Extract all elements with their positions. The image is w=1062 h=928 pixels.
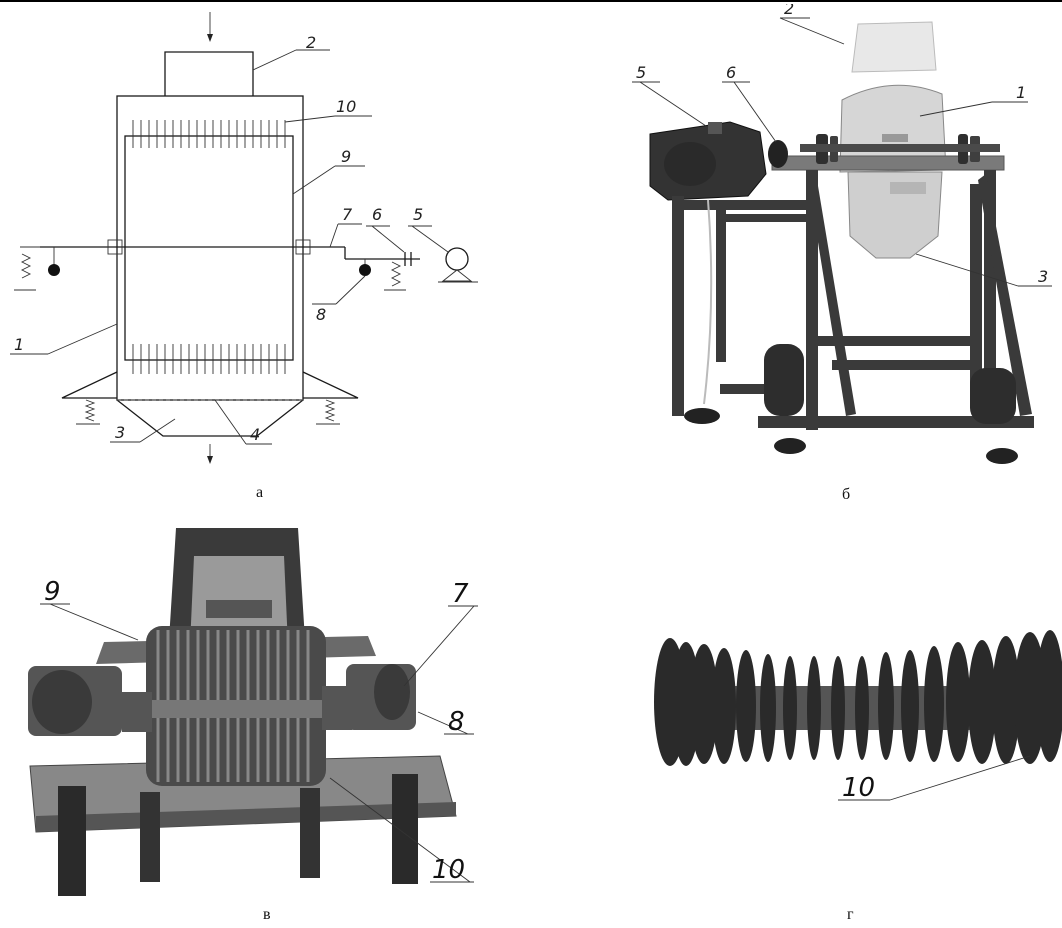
caption-c: в bbox=[263, 906, 271, 923]
callout-a-9: 9 bbox=[341, 147, 351, 166]
bottom-tines bbox=[132, 344, 286, 374]
callout-d-10: 10 bbox=[842, 773, 875, 803]
top-rule bbox=[0, 0, 1062, 2]
callout-a-4: 4 bbox=[250, 425, 260, 444]
callout-a-3: 3 bbox=[115, 423, 125, 442]
caption-b: б bbox=[842, 486, 851, 503]
top-tines bbox=[132, 120, 286, 148]
callout-b-2: 2 bbox=[784, 4, 794, 18]
callout-b-6: 6 bbox=[726, 63, 736, 82]
panel-d-rotor-detail: 10 bbox=[654, 630, 1062, 803]
rotor-discs bbox=[146, 626, 326, 786]
panel-b-machine-photo: 2 5 6 1 3 bbox=[632, 4, 1052, 464]
callout-a-5: 5 bbox=[413, 205, 423, 224]
caption-a: а bbox=[256, 484, 264, 501]
callout-c-8: 8 bbox=[448, 707, 465, 737]
panel-c-rotor-photo: 9 7 8 10 bbox=[28, 528, 478, 896]
panel-a-schematic: 2 10 9 7 6 5 8 1 3 4 bbox=[10, 12, 478, 464]
callout-c-10: 10 bbox=[432, 855, 465, 885]
callout-a-7: 7 bbox=[342, 205, 353, 224]
rotor-blades bbox=[654, 630, 1062, 766]
callout-c-9: 9 bbox=[44, 577, 61, 607]
callout-a-10: 10 bbox=[336, 97, 356, 116]
callout-a-2: 2 bbox=[306, 33, 316, 52]
callout-c-7: 7 bbox=[452, 579, 469, 609]
callout-a-1: 1 bbox=[14, 335, 24, 354]
callout-a-6: 6 bbox=[372, 205, 382, 224]
caption-d: г bbox=[847, 906, 854, 923]
callout-b-5: 5 bbox=[636, 63, 646, 82]
callout-b-1: 1 bbox=[1016, 83, 1026, 102]
callout-b-3: 3 bbox=[1038, 267, 1048, 286]
callout-a-8: 8 bbox=[316, 305, 326, 324]
support-frame bbox=[672, 170, 1034, 430]
